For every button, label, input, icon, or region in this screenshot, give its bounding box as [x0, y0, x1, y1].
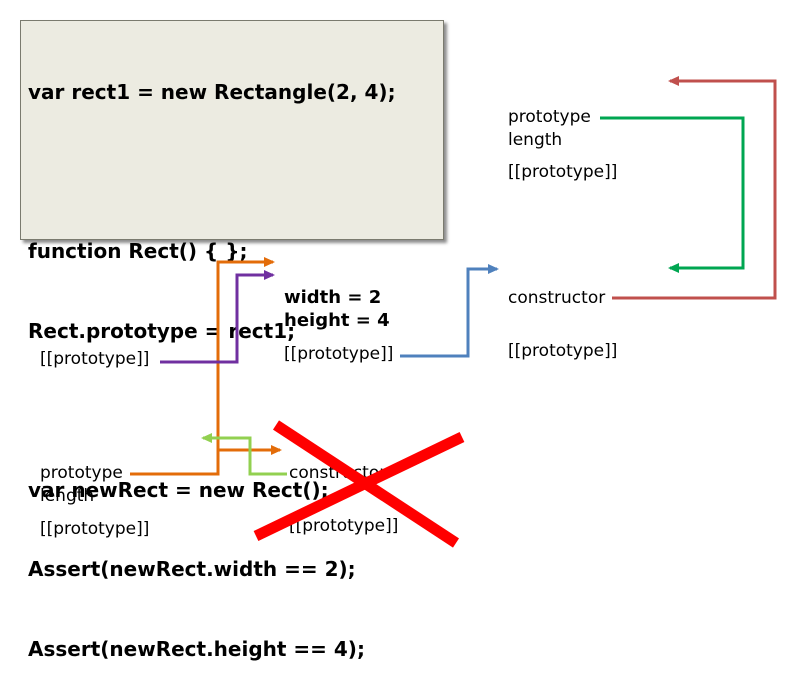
arrowhead — [271, 445, 282, 455]
code-box: var rect1 = new Rectangle(2, 4); functio… — [20, 20, 444, 661]
new-rect-proto-arrow — [160, 273, 273, 364]
code-line: Assert(newRect.height == 4); — [28, 636, 365, 661]
arrowhead — [201, 433, 212, 443]
rect-function-proto-label: [[prototype]] — [40, 519, 150, 539]
rectangle-prototype-proto-label: [[prototype]] — [508, 341, 618, 361]
code-line: Assert(newRect.width == 2); — [28, 557, 356, 581]
rectangle-prototype-arrow — [600, 116, 745, 270]
code-line: function Rect() { }; — [28, 239, 248, 263]
rect1-width-label: width = 2 — [284, 287, 382, 308]
arrowhead — [264, 270, 275, 280]
rect1-proto-label: [[prototype]] — [284, 344, 394, 364]
rect-prototype-arrow — [130, 260, 273, 476]
rect1-height-label: height = 4 — [284, 310, 390, 331]
arrowhead — [264, 257, 275, 267]
rect-function-length-label: length — [40, 486, 95, 506]
arrowhead — [668, 263, 679, 273]
rectangle-prototype-constructor-label: constructor — [508, 288, 606, 308]
constructor-arrow — [612, 79, 777, 300]
cross-out-mark — [253, 432, 465, 541]
arrows-layer — [130, 76, 777, 548]
new-rect-proto-label: [[prototype]] — [40, 349, 150, 369]
rectangle-function-proto-label: [[prototype]] — [508, 162, 618, 182]
rect-default-prototype-proto-label: [[prototype]] — [289, 516, 399, 536]
code-line: Rect.prototype = rect1; — [28, 318, 296, 343]
arrowhead — [668, 76, 679, 86]
rectangle-function-length-label: length — [508, 130, 563, 150]
rect-function-prototype-label: prototype — [40, 463, 123, 483]
rectangle-function-prototype-label: prototype — [508, 107, 591, 127]
arrowhead — [488, 264, 499, 274]
old-constructor-arrow — [203, 436, 287, 476]
rect1-proto-arrow — [400, 267, 497, 358]
code-line: var rect1 = new Rectangle(2, 4); — [28, 80, 396, 104]
code-line: var newRect = new Rect(); — [28, 477, 329, 502]
